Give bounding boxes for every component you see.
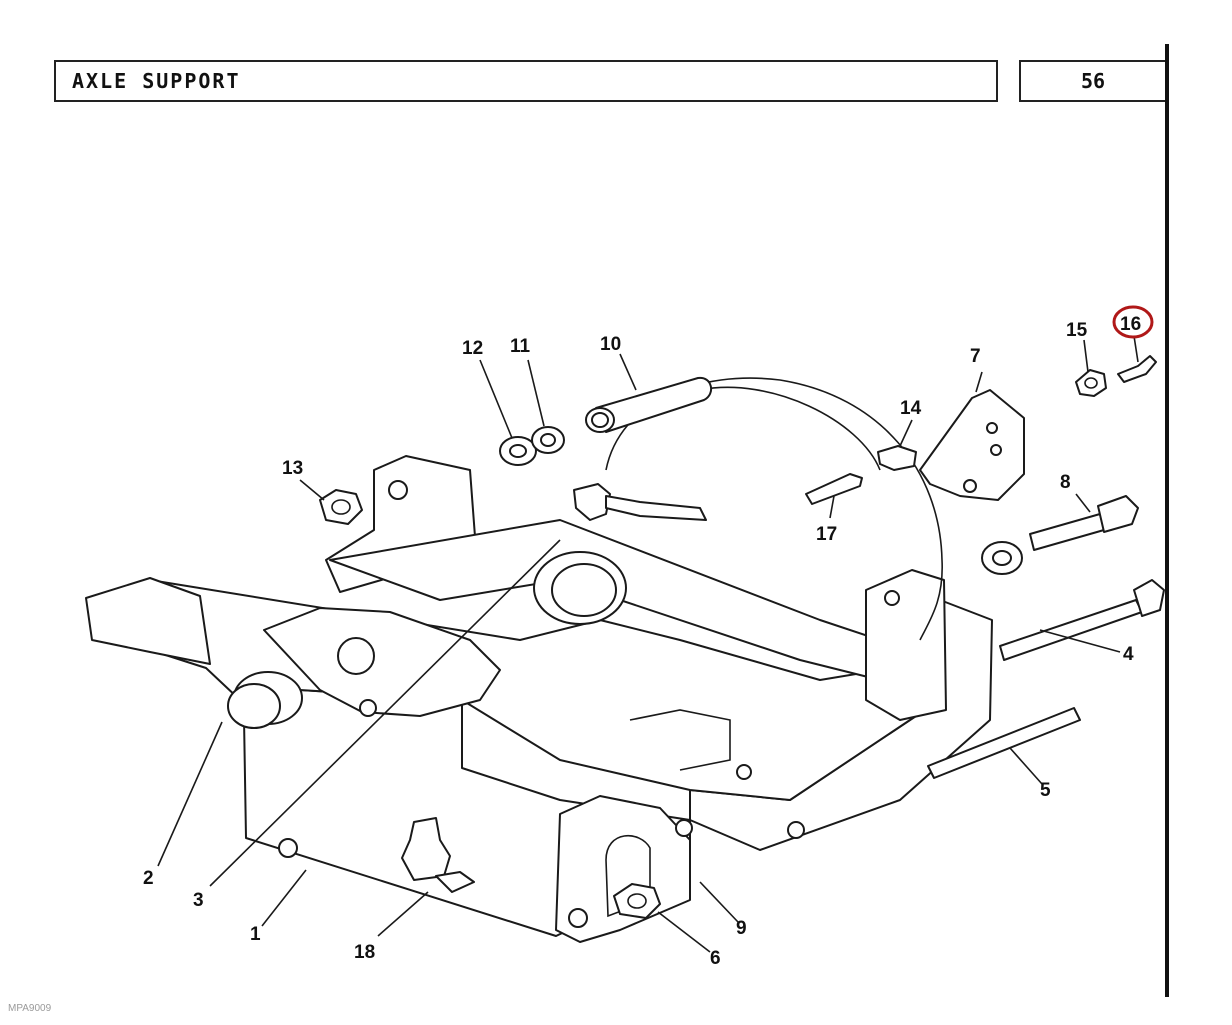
callout-7: 7 (970, 346, 981, 367)
part-8-bolt (1029, 495, 1139, 551)
part-7-bracket (919, 389, 1025, 501)
callout-12: 12 (462, 338, 483, 359)
part-5-stud (927, 707, 1081, 779)
callout-1: 1 (250, 924, 261, 945)
callout-14: 14 (900, 398, 922, 419)
part-15-nut (1075, 369, 1107, 397)
image-code: MPA9009 (8, 1003, 52, 1014)
callout-labels: 1 2 3 4 5 6 7 8 9 10 11 12 13 14 15 16 1… (143, 314, 1141, 969)
exploded-parts-diagram: 1 2 3 4 5 6 7 8 9 10 11 12 13 14 15 16 1… (85, 305, 1165, 969)
callout-18: 18 (354, 942, 375, 963)
part-6-nut (613, 883, 661, 919)
part-18-fitting (401, 817, 475, 893)
callout-17: 17 (816, 524, 837, 545)
part-16-grease-nipple (1117, 355, 1157, 383)
callout-10: 10 (600, 334, 621, 355)
part-14-fitting (877, 445, 917, 471)
callout-2: 2 (143, 868, 154, 889)
part-10-sleeve (585, 376, 713, 433)
part-4-long-bolt (999, 579, 1165, 661)
right-border-rule (1165, 44, 1169, 997)
callout-6: 6 (710, 948, 721, 969)
washer-near-bolt (981, 541, 1023, 575)
page-number: 56 (1019, 60, 1165, 102)
callout-11: 11 (510, 336, 531, 357)
callout-16-highlight-circle (1112, 305, 1154, 339)
part-13-nut (319, 489, 363, 525)
callout-15: 15 (1066, 320, 1088, 341)
part-12-washer (499, 436, 537, 466)
callout-4: 4 (1123, 644, 1134, 665)
axle-support-body (85, 455, 993, 943)
elbow-fitting (573, 483, 707, 521)
part-2-bushing (227, 671, 303, 729)
callout-3: 3 (193, 890, 204, 911)
callout-9: 9 (736, 918, 747, 939)
callout-16: 16 (1120, 314, 1141, 335)
callout-13: 13 (282, 458, 303, 479)
callout-8: 8 (1060, 472, 1071, 493)
part-11-washer (531, 426, 565, 454)
callout-5: 5 (1040, 780, 1051, 801)
part-17-tube (805, 473, 863, 505)
leader-lines (157, 335, 1139, 953)
diagram-title: AXLE SUPPORT (54, 60, 998, 102)
